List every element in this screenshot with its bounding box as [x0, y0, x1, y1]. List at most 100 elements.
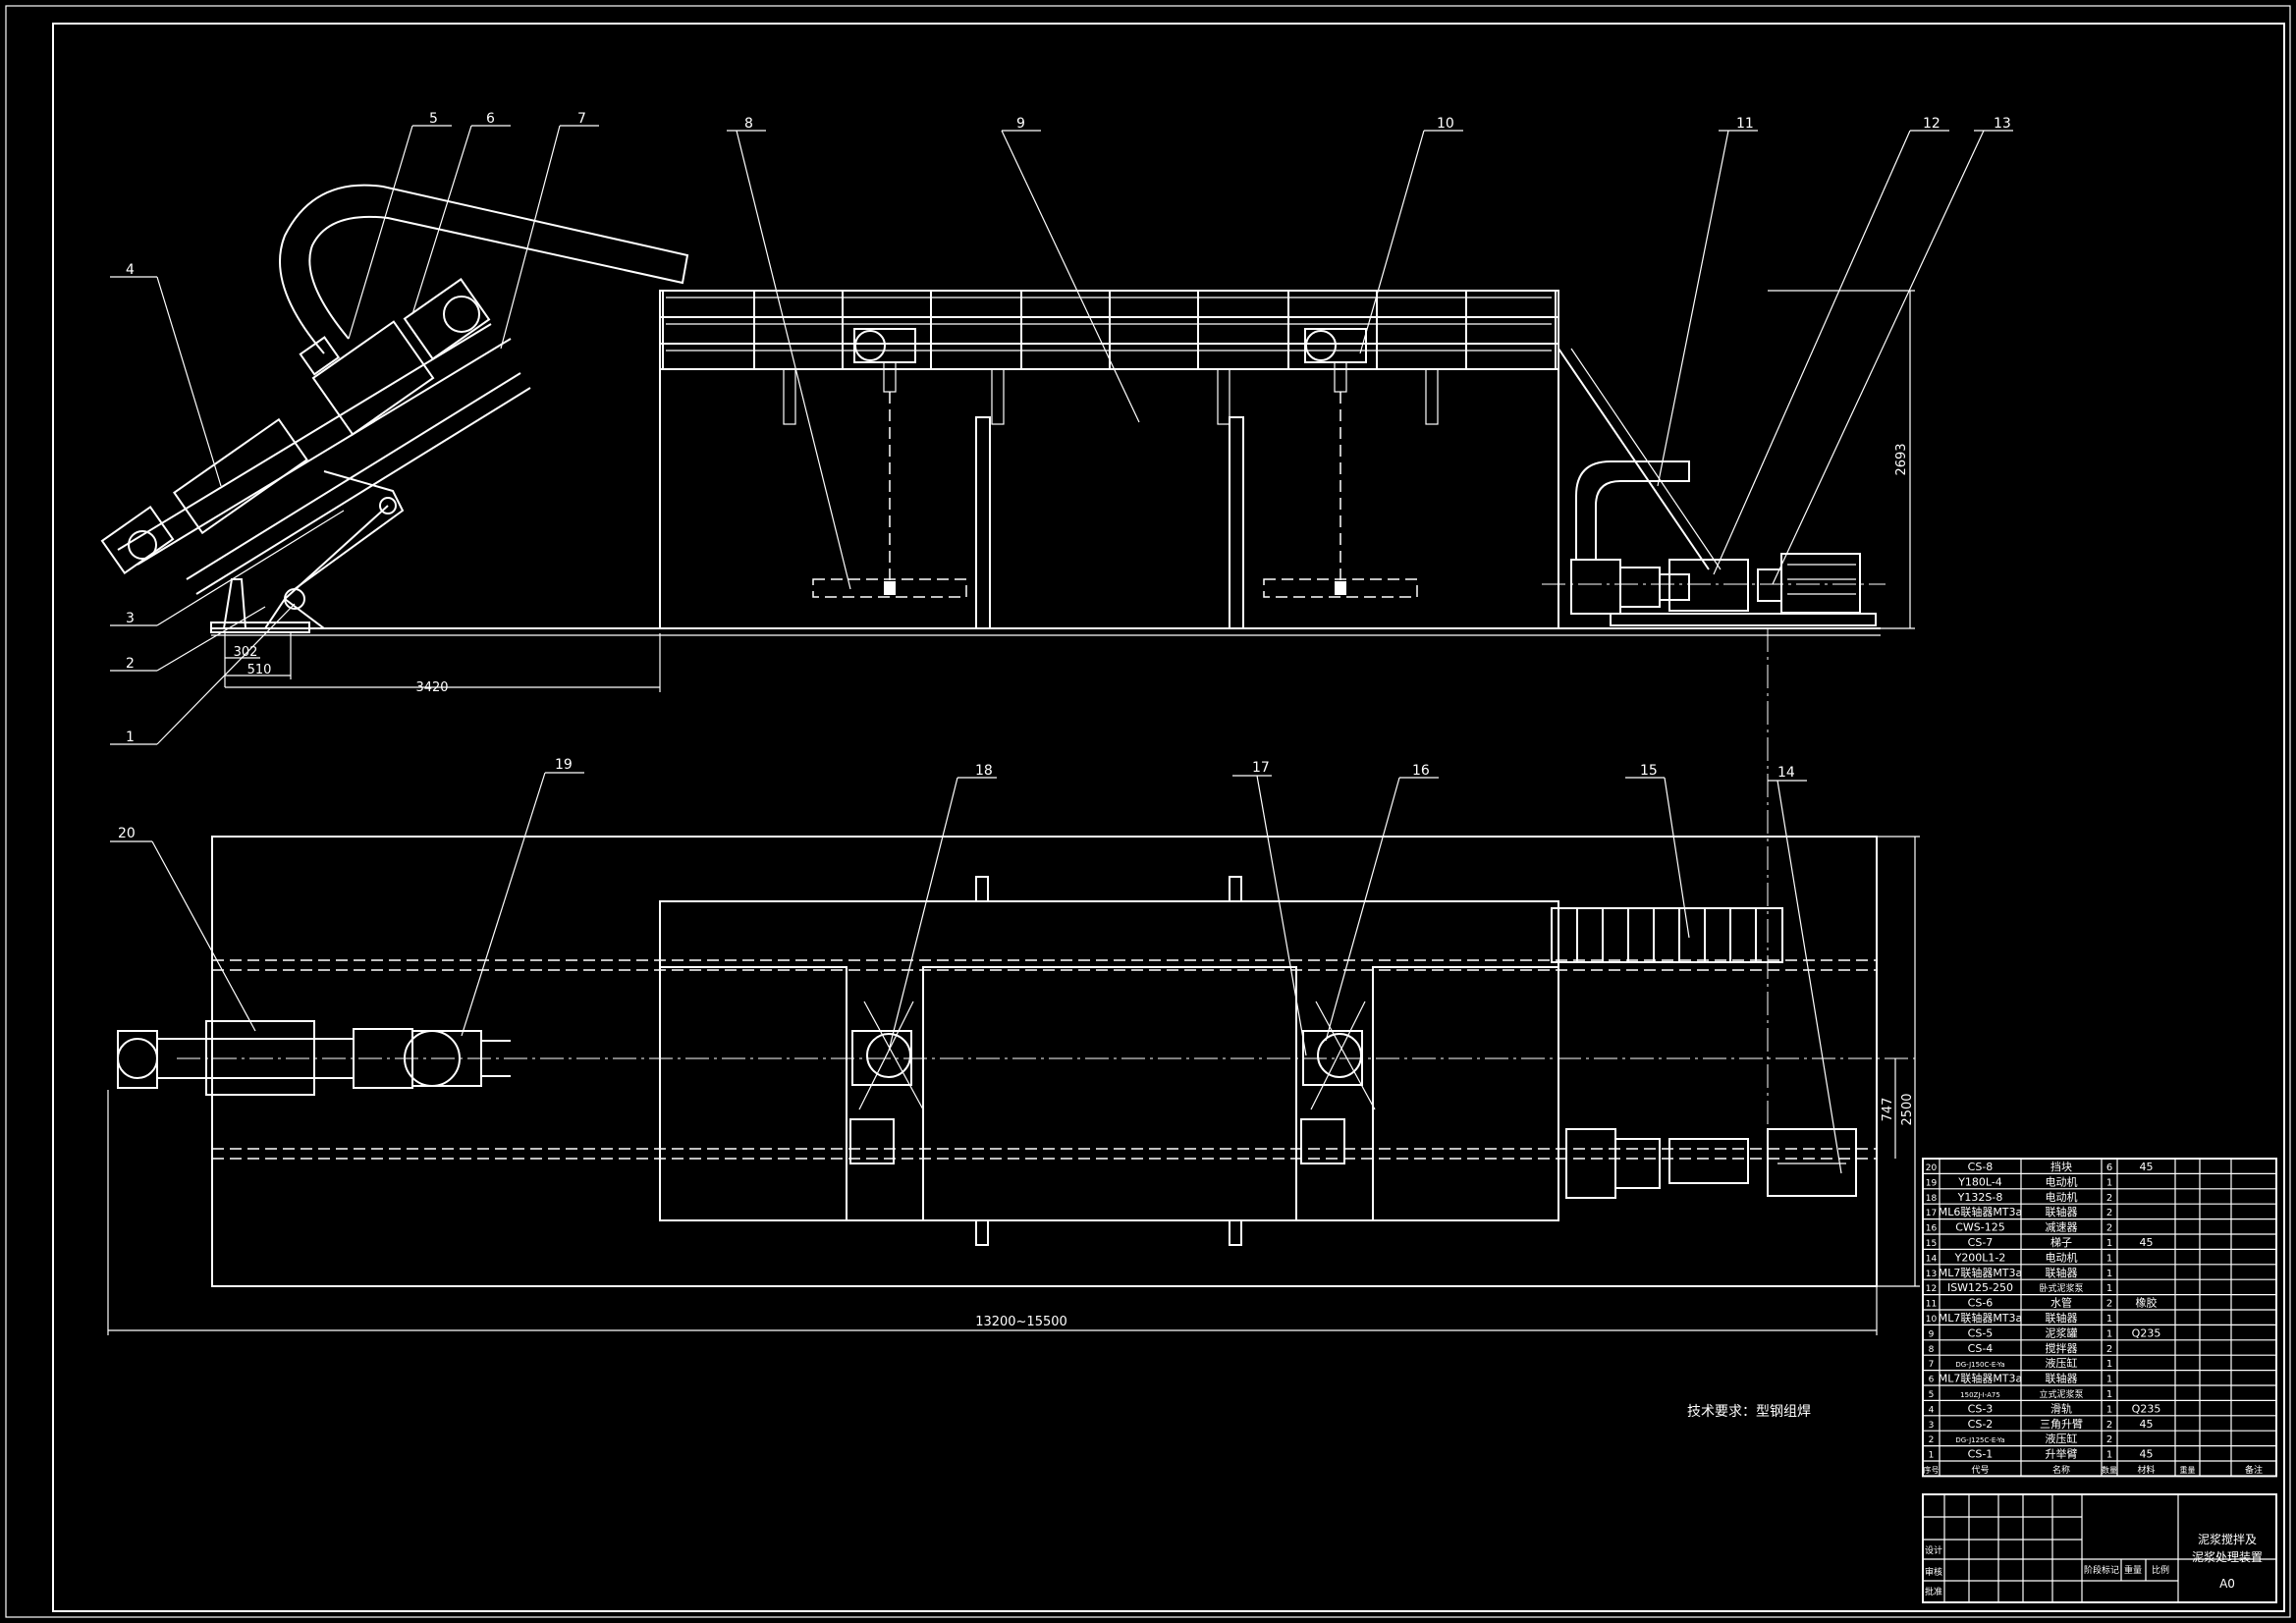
- bom-code: DG-J150C-E-Ya: [1955, 1361, 2004, 1369]
- bom-name: 减速器: [2046, 1221, 2078, 1234]
- bom-no: 3: [1929, 1421, 1935, 1431]
- callout-13: 13: [1994, 116, 2011, 132]
- bom-no: 4: [1929, 1405, 1935, 1415]
- bom-code: ML7联轴器MT3a: [1939, 1266, 2023, 1279]
- bom-qty: 2: [2106, 1344, 2112, 1355]
- bom-no: 2: [1929, 1435, 1935, 1445]
- inclined-pump-assembly: [100, 184, 689, 633]
- bom-no: 18: [1926, 1194, 1938, 1204]
- bom-code: DG-J125C-E-Ya: [1955, 1436, 2004, 1444]
- bom-code: CS-4: [1968, 1342, 1994, 1355]
- bom-code: ISW125-250: [1947, 1281, 2013, 1294]
- bom-no: 16: [1926, 1224, 1938, 1234]
- bom-name: 液压缸: [2046, 1356, 2078, 1370]
- agitator-left: [812, 328, 967, 598]
- horizontal-mud-pump: [1542, 460, 1886, 626]
- bom-no: 17: [1926, 1209, 1937, 1218]
- bom-name: 挡块: [2050, 1160, 2072, 1173]
- bom-header-note: 备注: [2245, 1464, 2263, 1476]
- bom-no: 12: [1926, 1284, 1937, 1294]
- bom-qty: 2: [2106, 1208, 2112, 1218]
- bom-no: 20: [1926, 1163, 1938, 1173]
- bom-code: CS-5: [1968, 1326, 1994, 1339]
- bom-no: 11: [1926, 1300, 1937, 1310]
- title-line-2: 泥浆处理装置: [2192, 1549, 2263, 1564]
- bom-code: ML7联轴器MT3a: [1939, 1372, 2023, 1385]
- callout-11: 11: [1736, 116, 1754, 132]
- callout-19: 19: [555, 757, 573, 773]
- weight-label: 重量: [2124, 1564, 2142, 1576]
- bom-name: 联轴器: [2046, 1266, 2078, 1279]
- bom-no: 7: [1929, 1360, 1935, 1370]
- bom-qty: 2: [2106, 1223, 2112, 1234]
- ladder-plan: [1551, 907, 1783, 963]
- bom-code: CWS-125: [1955, 1221, 2005, 1234]
- bom-qty: 2: [2106, 1420, 2112, 1431]
- bom-material: 45: [2140, 1448, 2154, 1461]
- bom-qty: 1: [2106, 1375, 2112, 1385]
- bom-code: Y180L-4: [1957, 1175, 2002, 1188]
- bom-name: 立式泥浆泵: [2039, 1388, 2083, 1400]
- design-label: 设计: [1925, 1544, 1942, 1556]
- tank-plan: [659, 900, 1559, 1221]
- bom-qty: 1: [2106, 1359, 2112, 1370]
- bom-no: 6: [1929, 1376, 1935, 1385]
- dim-2500: 2500: [1900, 1093, 1915, 1125]
- callout-18: 18: [975, 763, 993, 779]
- bom-qty: 2: [2106, 1299, 2112, 1310]
- callout-14: 14: [1777, 765, 1795, 781]
- bom-no: 14: [1926, 1254, 1938, 1264]
- callout-9: 9: [1016, 116, 1025, 132]
- callout-1: 1: [126, 730, 135, 745]
- elevation-view: 2693 3420 302 510: [100, 184, 1915, 695]
- bom-code: ML6联轴器MT3a: [1939, 1205, 2023, 1218]
- dim-2693: 2693: [1894, 443, 1909, 475]
- pump-plan: [1565, 1128, 1857, 1199]
- title-line-1: 泥浆搅拌及: [2198, 1532, 2257, 1546]
- bom-name: 液压缸: [2046, 1432, 2078, 1445]
- callout-15: 15: [1640, 763, 1658, 779]
- callout-5: 5: [429, 111, 438, 127]
- bom-name: 升举臂: [2046, 1447, 2078, 1461]
- bom-header-qty: 数量: [2102, 1465, 2117, 1475]
- callout-6: 6: [486, 111, 495, 127]
- bom-header-code: 代号: [1971, 1465, 1989, 1476]
- callout-2: 2: [126, 656, 135, 672]
- bom-qty: 6: [2106, 1163, 2112, 1173]
- dim-747: 747: [1881, 1098, 1895, 1122]
- agitator-plan-left: [849, 1001, 924, 1164]
- bom-name: 三角升臂: [2040, 1418, 2083, 1431]
- dim-302: 302: [234, 645, 258, 660]
- bom-code: CS-6: [1968, 1297, 1994, 1310]
- approve-label: 批准: [1925, 1586, 1942, 1597]
- bom-code: CS-7: [1968, 1236, 1994, 1249]
- bom-header-name: 名称: [2052, 1464, 2070, 1476]
- bom-no: 13: [1926, 1270, 1937, 1279]
- bom-no: 9: [1929, 1329, 1935, 1339]
- callout-8: 8: [744, 116, 753, 132]
- stage-label: 阶段标记: [2084, 1564, 2119, 1576]
- bom-name: 电动机: [2046, 1250, 2078, 1264]
- bom-name: 泥浆罐: [2046, 1325, 2078, 1339]
- bom-qty: 1: [2106, 1389, 2112, 1400]
- bom-no: 10: [1926, 1315, 1938, 1325]
- bom-code: Y200L1-2: [1954, 1251, 2006, 1264]
- bom-code: Y132S-8: [1957, 1191, 2003, 1204]
- callout-4: 4: [126, 262, 135, 278]
- bom-qty: 1: [2106, 1283, 2112, 1294]
- bom-name: 梯子: [2050, 1236, 2072, 1249]
- check-label: 审核: [1925, 1566, 1942, 1578]
- bom-header-weight: 重量: [2180, 1465, 2196, 1475]
- bom-name: 滑轨: [2050, 1401, 2072, 1415]
- bom-name: 电动机: [2046, 1174, 2078, 1188]
- railing: [660, 290, 1558, 370]
- plan-view: 2500 747 13200~15500: [107, 836, 1920, 1335]
- base-frame: [211, 836, 1878, 1287]
- bom-header-material: 材料: [2137, 1464, 2155, 1476]
- bom-qty: 2: [2106, 1193, 2112, 1204]
- bom-name: 电动机: [2046, 1190, 2078, 1204]
- bom-material: 45: [2140, 1418, 2154, 1431]
- bom-no: 8: [1929, 1345, 1935, 1355]
- callout-20: 20: [118, 826, 136, 841]
- bom-qty: 1: [2106, 1314, 2112, 1325]
